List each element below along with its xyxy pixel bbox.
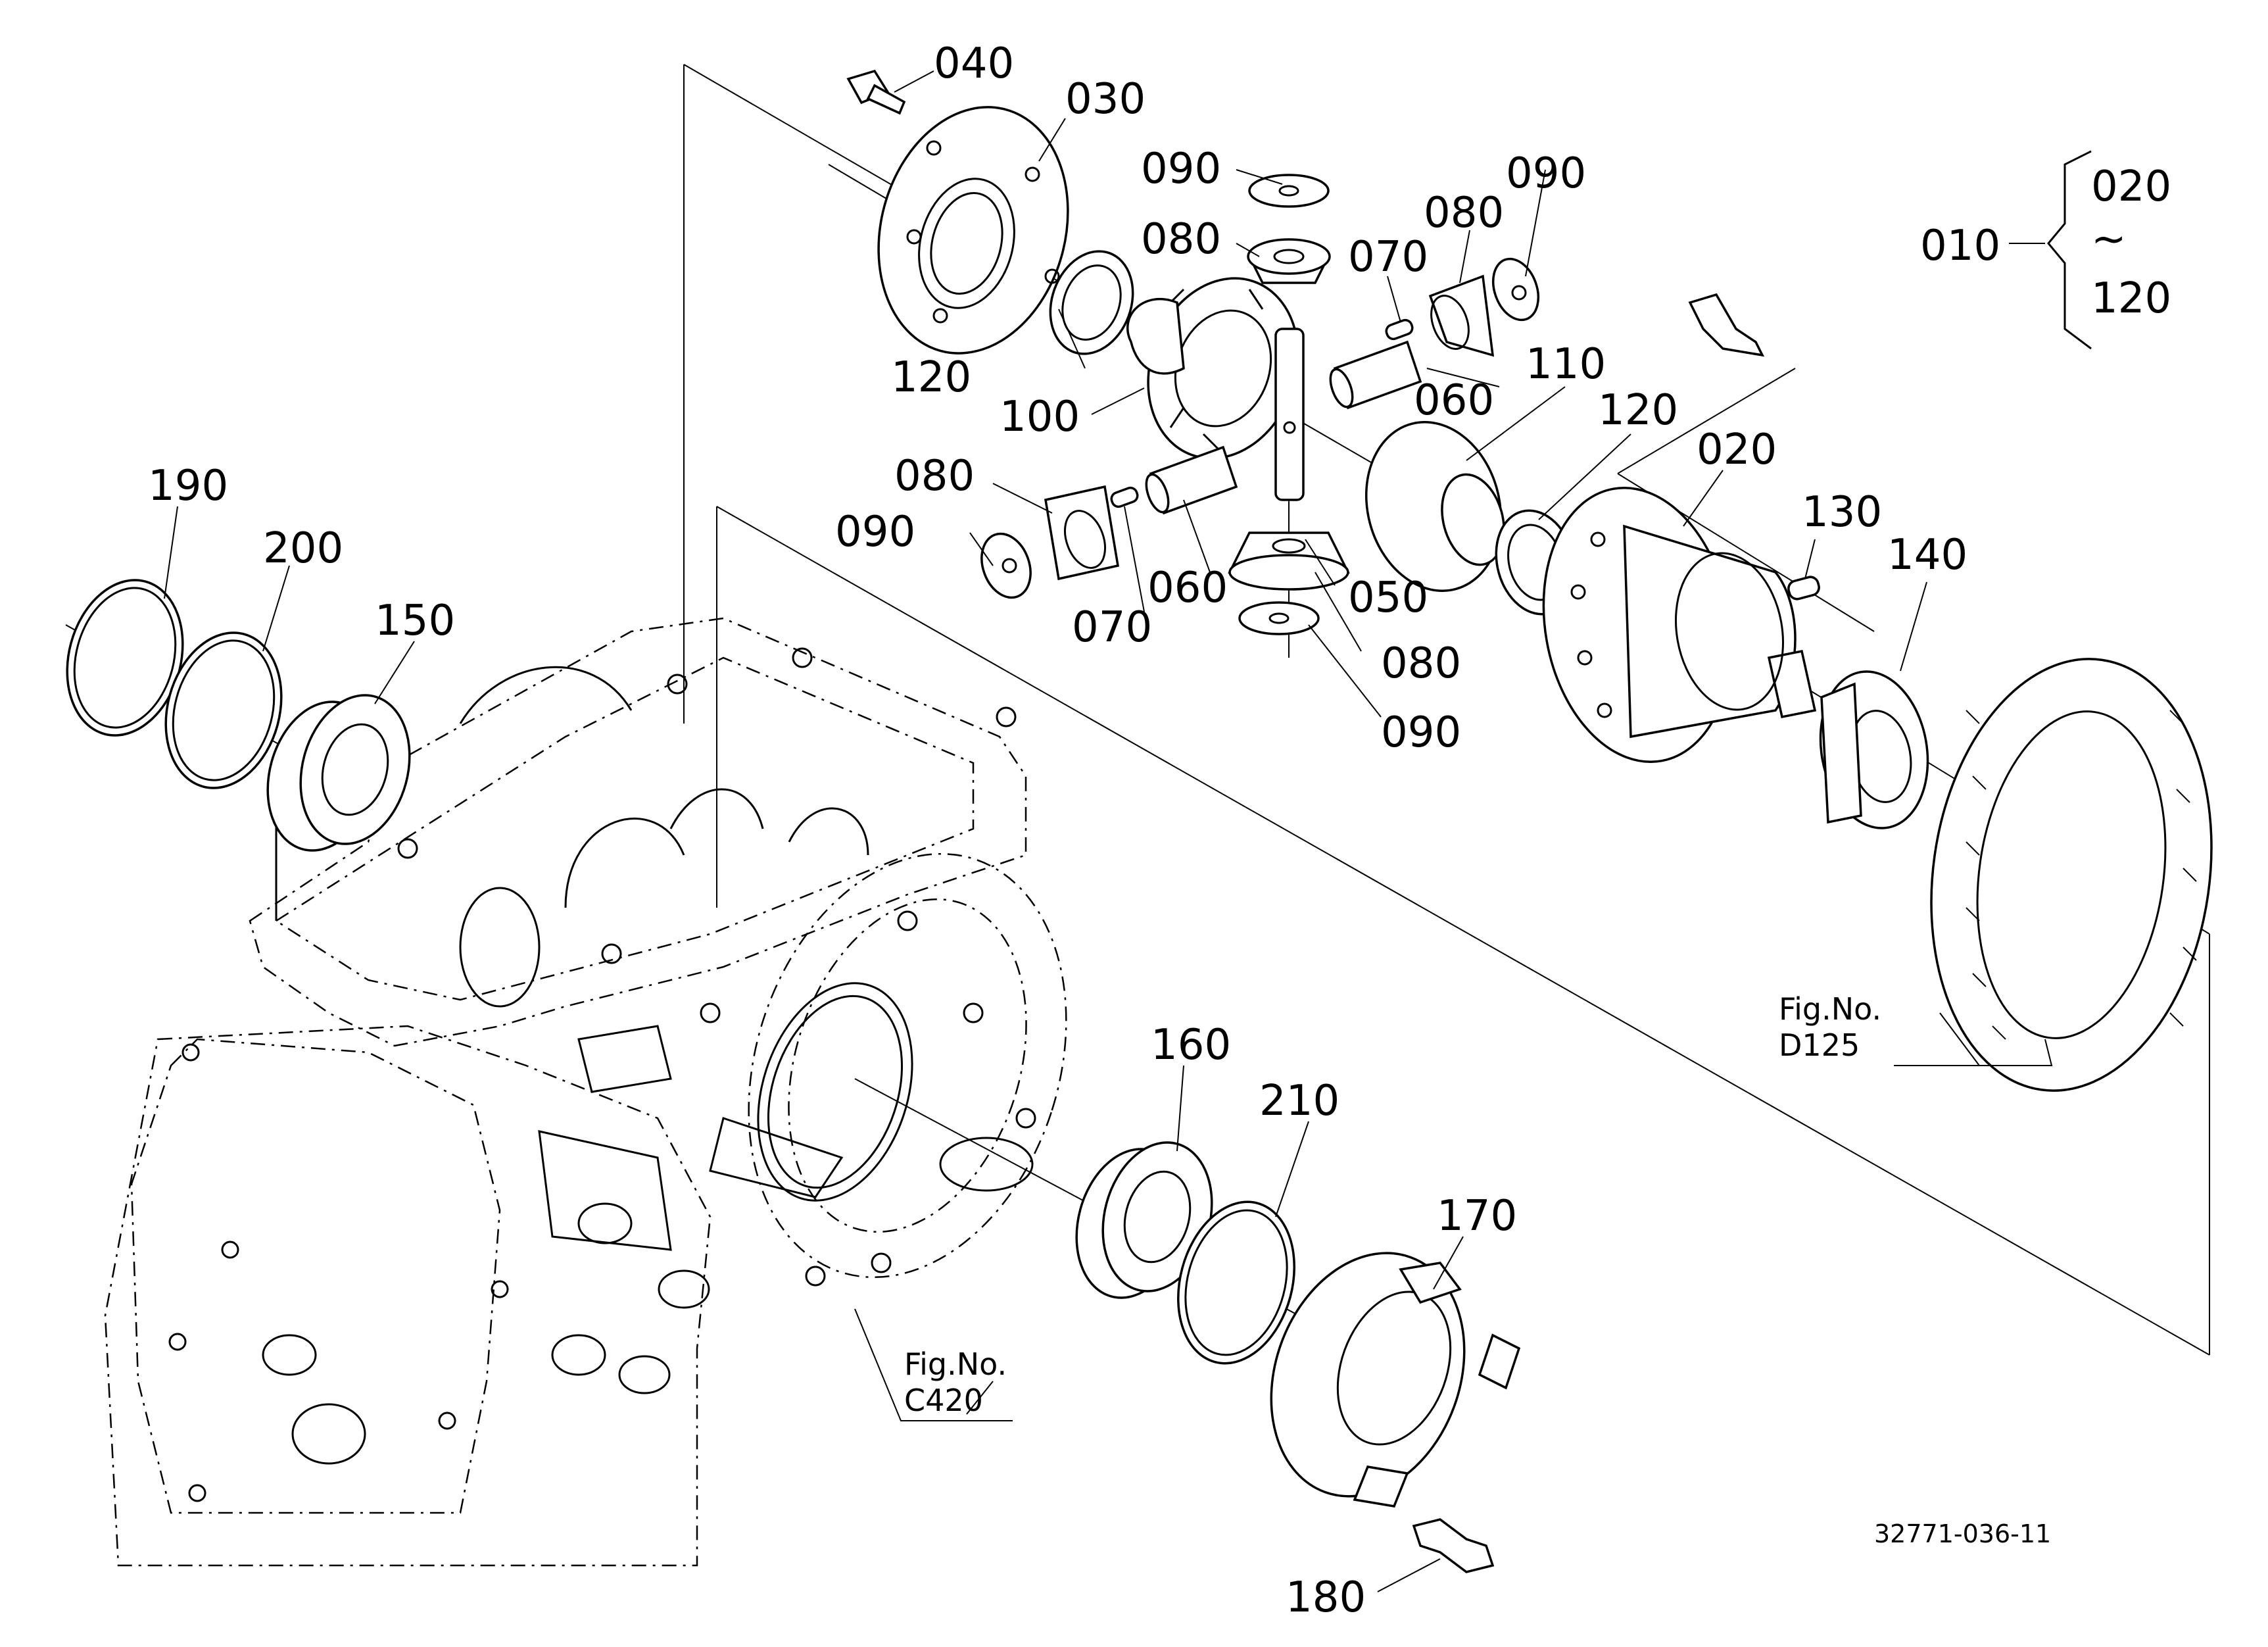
side-gear-110 bbox=[1364, 421, 1505, 592]
bearing-holder-170 bbox=[1270, 1252, 1521, 1508]
label-090: 090 bbox=[1141, 145, 1221, 193]
label-190: 190 bbox=[148, 462, 228, 510]
washer-090-top bbox=[1248, 174, 1330, 208]
bearing-160 bbox=[1075, 1141, 1213, 1299]
shaft-060-right bbox=[1329, 340, 1422, 410]
label-080: 080 bbox=[1141, 215, 1221, 264]
label-210: 210 bbox=[1259, 1077, 1339, 1125]
label-090: 090 bbox=[1381, 708, 1461, 757]
bearing-150 bbox=[266, 694, 411, 852]
label-020: 020 bbox=[1697, 426, 1777, 474]
label-080: 080 bbox=[1424, 189, 1504, 237]
label-180: 180 bbox=[1286, 1573, 1366, 1622]
fig-ref-c420-number: C420 bbox=[904, 1383, 983, 1418]
leader-lines bbox=[164, 70, 2053, 1592]
label-050: 050 bbox=[1348, 574, 1428, 622]
ring-gear bbox=[1930, 658, 2213, 1092]
drawing-code: 32771-036-11 bbox=[1874, 1519, 2051, 1548]
shaft-060-left bbox=[1145, 445, 1238, 515]
label-090: 090 bbox=[1506, 149, 1586, 198]
pinion-gear-080-top bbox=[1247, 238, 1331, 284]
bolt-180 bbox=[1412, 1518, 1495, 1573]
label-170: 170 bbox=[1437, 1192, 1517, 1241]
label-130: 130 bbox=[1802, 488, 1882, 537]
pin-130 bbox=[1787, 576, 1820, 601]
label-060: 060 bbox=[1414, 376, 1494, 425]
bearing-140 bbox=[1819, 670, 1929, 829]
pinion-gear-080-left bbox=[1044, 485, 1119, 581]
pinion-gear-080-right bbox=[1428, 274, 1495, 357]
fig-ref-d125-title: Fig.No. bbox=[1779, 991, 1881, 1027]
label-070: 070 bbox=[1348, 233, 1428, 282]
differential-case-020 bbox=[1542, 487, 1817, 763]
label-080: 080 bbox=[894, 452, 975, 501]
ring-210 bbox=[1177, 1200, 1295, 1365]
pin-070-left bbox=[1110, 486, 1139, 508]
washer-090-bottom bbox=[1238, 601, 1320, 635]
label-070: 070 bbox=[1072, 603, 1152, 652]
label-120: 120 bbox=[1598, 386, 1678, 435]
label-010: 010 bbox=[1920, 222, 2000, 270]
range-tilde: ~ bbox=[2091, 215, 2127, 264]
label-110: 110 bbox=[1526, 340, 1606, 389]
label-030: 030 bbox=[1065, 75, 1146, 124]
cover-030 bbox=[877, 106, 1069, 355]
pinion-shaft-050 bbox=[1274, 328, 1305, 501]
range-bracket bbox=[2009, 150, 2092, 350]
fig-ref-d125-number: D125 bbox=[1779, 1027, 1860, 1063]
label-060: 060 bbox=[1147, 564, 1228, 612]
washer-090-left bbox=[980, 532, 1032, 599]
label-100: 100 bbox=[1000, 393, 1080, 441]
washer-120-left bbox=[1049, 250, 1134, 355]
fig-ref-c420-title: Fig.No. bbox=[904, 1346, 1007, 1382]
side-gear-100 bbox=[1126, 277, 1299, 460]
snap-ring-190 bbox=[66, 579, 184, 737]
bolt-040 bbox=[846, 69, 906, 115]
label-150: 150 bbox=[375, 597, 455, 645]
label-040: 040 bbox=[934, 39, 1014, 88]
pinion-gear-080-bottom bbox=[1228, 531, 1350, 591]
washer-090-right bbox=[1491, 257, 1540, 322]
label-120: 120 bbox=[2091, 274, 2171, 323]
label-120: 120 bbox=[891, 353, 971, 402]
case-bolt bbox=[1688, 293, 1765, 357]
label-080: 080 bbox=[1381, 639, 1461, 688]
label-090: 090 bbox=[835, 508, 915, 556]
label-020: 020 bbox=[2091, 162, 2171, 211]
pin-070-right bbox=[1385, 318, 1414, 341]
ring-200 bbox=[164, 631, 283, 789]
figure-references: Fig.No. D125 Fig.No. C420 bbox=[904, 991, 1881, 1418]
label-140: 140 bbox=[1887, 531, 1967, 579]
label-200: 200 bbox=[263, 524, 343, 573]
part-number-labels: 040 030 090 080 070 080 090 010 020 ~ 12… bbox=[148, 39, 2171, 1622]
label-160: 160 bbox=[1151, 1021, 1231, 1069]
